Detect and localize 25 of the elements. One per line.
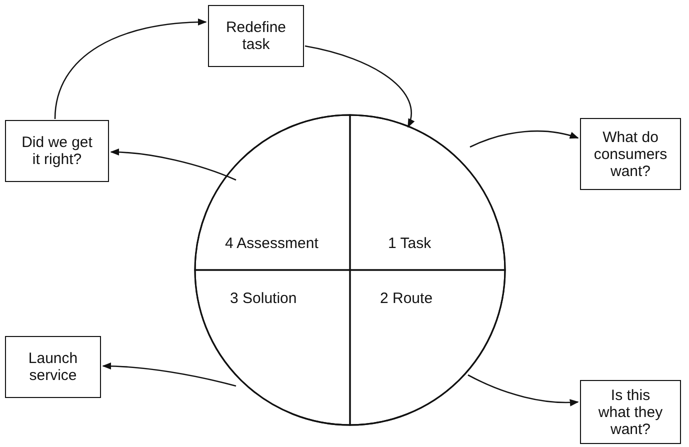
quadrant-label: 4 Assessment	[225, 235, 318, 252]
quadrant-label: 2 Route	[380, 290, 433, 307]
quadrant-sector	[350, 270, 505, 425]
box-label: Did we get it right?	[20, 134, 94, 168]
box-label: What do consumers want?	[593, 128, 668, 180]
quadrant-sector	[195, 115, 350, 270]
arrow	[54, 18, 207, 120]
quadrant-sector	[195, 270, 350, 425]
arrow	[470, 130, 579, 148]
circle-diagram	[195, 115, 505, 425]
quadrant-label: 1 Task	[388, 235, 432, 252]
quadrant-sector	[350, 115, 505, 270]
arrow	[102, 362, 236, 387]
arrow	[110, 148, 236, 181]
process-box	[580, 118, 681, 190]
arrow	[304, 45, 414, 128]
box-label: Launch service	[27, 350, 79, 384]
process-box	[208, 5, 304, 67]
box-label: Is this what they want?	[597, 386, 664, 438]
quadrant-label: 3 Solution	[230, 290, 297, 307]
process-box	[5, 120, 109, 182]
process-box	[5, 336, 101, 398]
arrow	[468, 374, 579, 406]
box-label: Redefine task	[224, 19, 288, 53]
process-box	[580, 380, 681, 444]
